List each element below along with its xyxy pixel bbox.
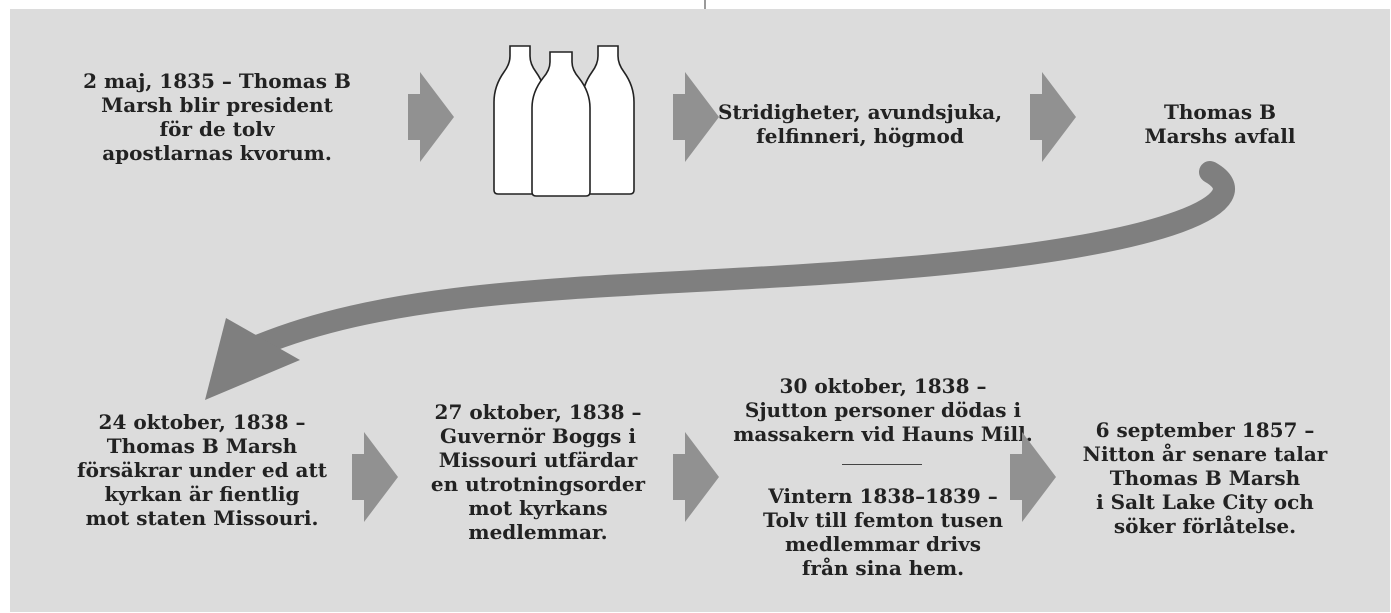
top-divider-line <box>704 0 706 9</box>
event-1838-oct30-text: 30 oktober, 1838 – Sjutton personer döda… <box>733 374 1033 446</box>
event-winter-1838-text: Vintern 1838–1839 – Tolv till femton tus… <box>763 484 1003 580</box>
right-arrow-icon <box>1010 432 1056 522</box>
event-1838-oct24-text: 24 oktober, 1838 – Thomas B Marsh försäk… <box>77 410 327 530</box>
divider-line <box>842 464 922 465</box>
right-arrow-icon <box>1030 72 1076 162</box>
right-arrow-icon <box>408 72 454 162</box>
event-1857-text: 6 september 1857 – Nitton år senare tala… <box>1082 418 1328 538</box>
right-arrow-icon <box>673 432 719 522</box>
event-1835-text: 2 maj, 1835 – Thomas B Marsh blir presid… <box>83 69 351 165</box>
event-1838-oct27-text: 27 oktober, 1838 – Guvernör Boggs i Miss… <box>430 400 646 544</box>
conflicts-text: Stridigheter, avundsjuka, felfinneri, hö… <box>717 100 1003 148</box>
apostasy-text: Thomas B Marshs avfall <box>1144 100 1296 148</box>
milk-bottles-icon <box>490 42 655 197</box>
right-arrow-icon <box>673 72 719 162</box>
right-arrow-icon <box>352 432 398 522</box>
